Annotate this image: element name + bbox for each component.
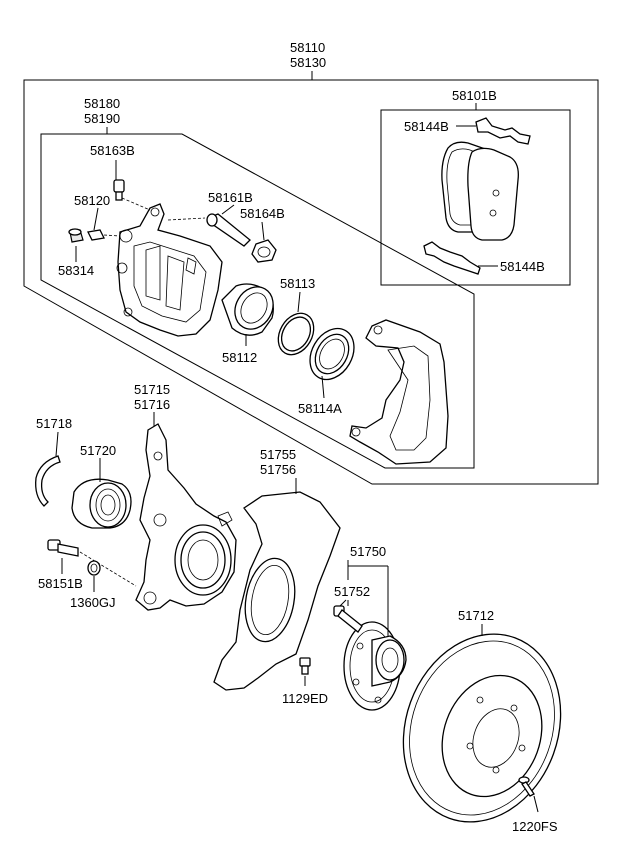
label-1220FS: 1220FS [512, 819, 558, 834]
pad-clip-top [456, 117, 531, 145]
part-labels: 58110 58130 58180 58190 58101B 58144B 58… [36, 40, 558, 834]
guide-pin-58161B [167, 213, 251, 247]
label-58180: 58180 [84, 96, 120, 111]
label-51720: 51720 [80, 443, 116, 458]
label-58164B: 58164B [240, 206, 285, 221]
nut-1360GJ [87, 560, 101, 576]
label-58151B: 58151B [38, 576, 83, 591]
caliper-housing [116, 203, 223, 337]
leader-lines [55, 160, 483, 636]
label-58161B: 58161B [208, 190, 253, 205]
piston-58112 [221, 283, 274, 336]
wheel-bearing-51720 [71, 478, 132, 529]
label-58114A: 58114A [298, 401, 342, 416]
steering-knuckle [135, 423, 237, 611]
dust-boot-58114A [309, 327, 355, 381]
label-1129ED: 1129ED [282, 691, 328, 706]
bleeder-screw-58163B [113, 179, 151, 211]
wheel-hub-51750 [343, 621, 407, 711]
label-58130: 58130 [290, 55, 326, 70]
label-58112: 58112 [222, 350, 257, 365]
hub-bolt-51752 [333, 599, 363, 633]
label-58314: 58314 [58, 263, 94, 278]
label-51750: 51750 [350, 544, 386, 559]
boot-58164B [251, 239, 277, 263]
brake-disc-51712 [402, 633, 562, 823]
pad-clip-bottom [423, 241, 498, 275]
seal-ring-58113 [277, 312, 315, 356]
caliper-body-box [40, 127, 475, 469]
label-58113: 58113 [280, 276, 315, 291]
bleeder-cap-58314 [68, 228, 84, 243]
dust-cover-51755 [213, 491, 341, 691]
bolt-1129ED [299, 657, 311, 686]
snap-ring-51718 [35, 455, 61, 507]
label-58144B-top: 58144B [404, 119, 449, 134]
bolt-58151B [47, 539, 137, 587]
bleeder-58120 [87, 229, 121, 241]
label-51718: 51718 [36, 416, 72, 431]
label-51716: 51716 [134, 397, 170, 412]
label-58190: 58190 [84, 111, 120, 126]
pad-kit-box [380, 103, 571, 286]
label-58110: 58110 [290, 40, 325, 55]
label-51756: 51756 [260, 462, 296, 477]
caliper-bracket [349, 319, 449, 465]
label-58101B: 58101B [452, 88, 497, 103]
label-58144B-bottom: 58144B [500, 259, 545, 274]
label-58120: 58120 [74, 193, 110, 208]
label-51712: 51712 [458, 608, 494, 623]
disc-screw-1220FS [518, 776, 539, 813]
label-1360GJ: 1360GJ [70, 595, 116, 610]
label-58163B: 58163B [90, 143, 135, 158]
outer-assembly-frame [23, 71, 599, 485]
label-51715: 51715 [134, 382, 170, 397]
label-51755: 51755 [260, 447, 296, 462]
brake-pad-rear [467, 147, 519, 241]
label-51752: 51752 [334, 584, 370, 599]
